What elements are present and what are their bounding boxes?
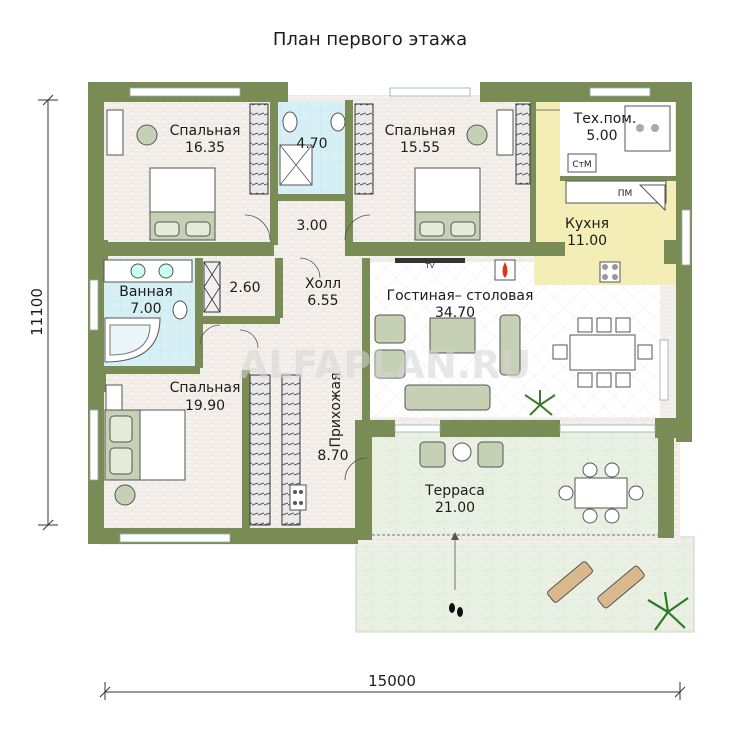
closet-shelf <box>203 261 221 313</box>
dimension-width: 15000 <box>368 672 416 690</box>
room-area-closet: 2.60 <box>229 280 260 296</box>
room-area-bedroom-sw: 19.90 <box>185 398 225 414</box>
room-name-hall: Холл <box>305 276 341 292</box>
shoe-cabinet <box>289 484 307 511</box>
sun-lounger-2 <box>597 565 645 609</box>
room-area-entrance: 8.70 <box>317 448 348 464</box>
terrace-chair-2 <box>477 441 504 468</box>
plant-1 <box>524 390 556 416</box>
chair-1 <box>136 124 158 146</box>
sofa-side <box>499 314 521 376</box>
interior-walls <box>104 100 678 530</box>
wardrobe-1 <box>249 103 269 195</box>
bed-n <box>414 167 481 241</box>
toilet-1 <box>282 111 298 133</box>
room-area-kitchen: 11.00 <box>567 233 607 249</box>
outdoor-paving <box>355 536 695 633</box>
armchair-2 <box>374 349 406 379</box>
desk-1 <box>106 109 124 156</box>
room-name-terrace: Терраса <box>424 483 485 499</box>
room-area-corridor: 3.00 <box>296 218 327 234</box>
room-name-bedroom-n: Спальная <box>385 123 456 139</box>
room-name-bedroom-nw: Спальная <box>170 123 241 139</box>
dimension-height: 11100 <box>28 288 46 336</box>
chair-3 <box>114 484 136 506</box>
terrace-dining <box>558 462 644 524</box>
room-name-bedroom-sw: Спальная <box>170 380 241 396</box>
room-area-tech: 5.00 <box>586 128 617 144</box>
dimension-lines <box>38 94 686 700</box>
room-area-bedroom-n: 15.55 <box>400 140 440 156</box>
wardrobe-2 <box>354 103 374 195</box>
wardrobe-3 <box>515 103 531 185</box>
tv-label: TV <box>424 262 434 270</box>
bed-sw <box>104 409 186 481</box>
double-sink <box>103 259 193 283</box>
windows <box>89 87 691 543</box>
footprint-right <box>457 607 463 617</box>
stm-label: СтМ <box>572 160 591 170</box>
tv <box>395 258 465 263</box>
room-area-bedroom-nw: 16.35 <box>185 140 225 156</box>
footprint-left <box>449 603 455 613</box>
sink-1 <box>330 112 346 132</box>
plan-title: План первого этажа <box>273 29 467 50</box>
terrace-table-round <box>452 442 472 462</box>
room-name-living: Гостиная– столовая <box>387 288 534 304</box>
room-area-small-bath: 4.70 <box>296 136 327 152</box>
boiler <box>624 105 671 152</box>
toilet-2 <box>172 300 188 320</box>
palm-plant <box>647 591 689 631</box>
room-area-hall: 6.55 <box>307 293 338 309</box>
doors <box>199 109 560 481</box>
dining-set <box>552 317 653 388</box>
terrace-chair-1 <box>419 441 446 468</box>
coffee-table <box>429 317 476 354</box>
desk-3 <box>105 384 123 411</box>
bed-nw <box>149 167 216 241</box>
room-name-bathroom: Ванная <box>119 284 173 300</box>
room-name-entrance: Прихожая <box>328 373 344 448</box>
room-name-kitchen: Кухня <box>565 216 609 232</box>
room-area-terrace: 21.00 <box>435 500 475 516</box>
watermark: ALFAPLAN.RU <box>239 343 531 387</box>
armchair-1 <box>374 314 406 344</box>
room-name-tech: Тех.пом. <box>573 111 637 127</box>
chair-2 <box>466 124 488 146</box>
room-area-living: 34.70 <box>435 305 475 321</box>
stm-unit <box>567 153 597 173</box>
sun-lounger-1 <box>547 561 593 603</box>
sofa <box>404 384 491 411</box>
wardrobe-4 <box>249 374 271 526</box>
desk-2 <box>496 109 514 156</box>
room-area-bathroom: 7.00 <box>130 301 161 317</box>
pm-label: ПМ <box>618 189 633 199</box>
